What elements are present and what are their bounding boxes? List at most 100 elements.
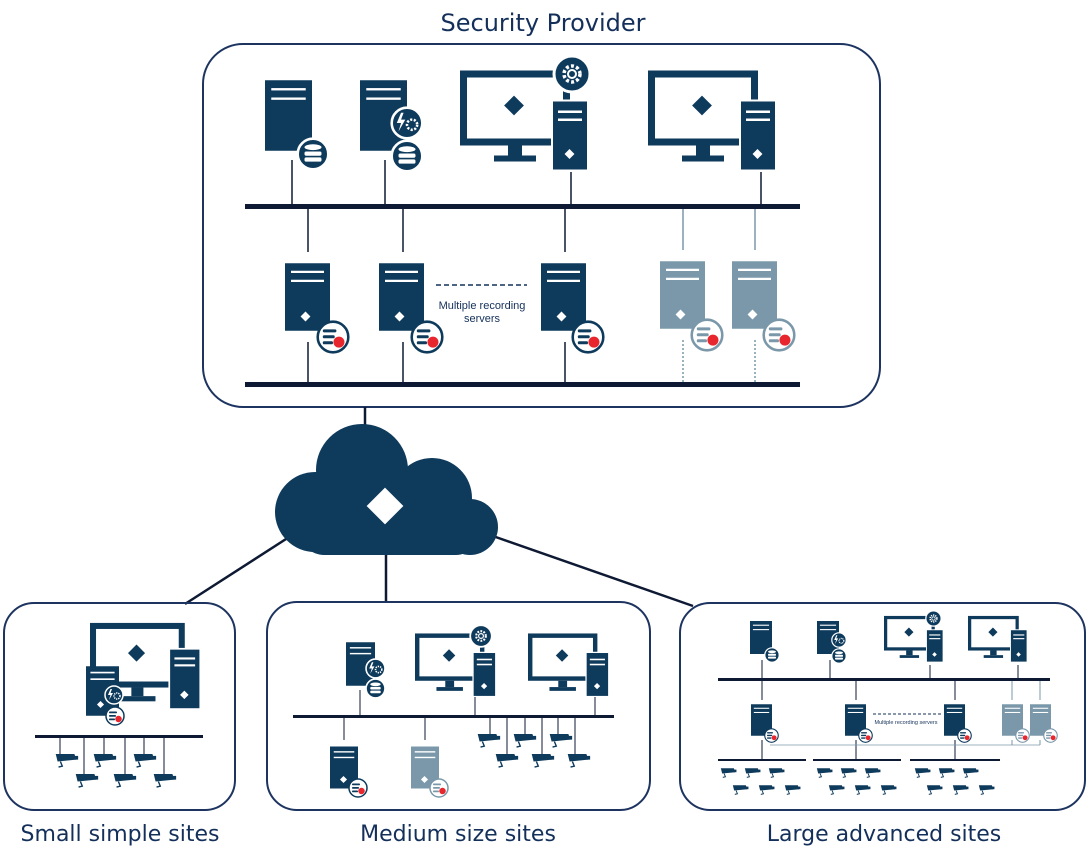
large-faded-drops — [770, 680, 1041, 746]
camera-icon — [938, 767, 955, 778]
medium-sites-group: Medium size sites — [266, 601, 651, 847]
security-provider-group: Security Provider — [202, 9, 881, 408]
client-workstation-icon — [648, 69, 778, 172]
camera-icon — [816, 767, 833, 778]
lightning-gear-icon — [365, 658, 386, 679]
recording-icon — [348, 778, 368, 798]
recording-server-icon — [541, 263, 586, 331]
medium-drops — [343, 690, 596, 760]
small-camera-drops — [59, 738, 165, 775]
recording-icon — [316, 320, 350, 354]
database-icon — [390, 139, 424, 173]
provider-network-bus-bottom — [245, 382, 800, 387]
small-sites-label: Small simple sites — [21, 822, 220, 847]
multiple-recording-label: Multiple recording — [439, 300, 526, 312]
server-diamond — [300, 311, 311, 322]
failover-server-icon — [660, 261, 705, 329]
camera-icon — [720, 767, 737, 778]
cloud-icon — [275, 424, 498, 555]
database-icon — [296, 137, 330, 171]
large-sites-group: Multiple recording servers — [679, 602, 1086, 847]
camera-bus — [813, 759, 901, 761]
camera-icon — [513, 733, 537, 748]
large-sites-frame — [679, 602, 1086, 811]
camera-icon — [732, 784, 749, 795]
recording-icon — [957, 728, 972, 743]
camera-icon — [495, 753, 519, 768]
large-cameras — [720, 767, 995, 795]
camera-icon — [744, 767, 761, 778]
recording-icon — [429, 778, 449, 798]
recording-icon — [1015, 728, 1030, 743]
database-icon — [365, 678, 386, 699]
provider-faded-drops — [682, 207, 756, 385]
lightning-gear-icon — [390, 106, 424, 140]
camera-icon — [93, 753, 117, 768]
camera-bus — [718, 759, 806, 761]
camera-icon — [549, 733, 573, 748]
large-sites-bus — [718, 678, 1050, 681]
camera-icon — [153, 773, 177, 788]
failover-server-icon — [732, 261, 777, 329]
camera-icon — [133, 753, 157, 768]
recording-icon — [1043, 728, 1058, 743]
recording-icon — [410, 320, 444, 354]
small-sites-bus — [35, 735, 203, 738]
recording-server-icon — [285, 263, 330, 331]
gear-icon — [469, 624, 493, 648]
multiple-recording-label-large: Multiple recording servers — [875, 720, 938, 726]
camera-icon — [880, 784, 897, 795]
camera-icon — [914, 767, 931, 778]
recording-icon — [105, 706, 125, 726]
security-provider-title: Security Provider — [441, 9, 646, 37]
camera-icon — [113, 773, 137, 788]
camera-icon — [952, 784, 969, 795]
recording-icon — [571, 320, 605, 354]
cloud-connections — [184, 407, 694, 608]
medium-sites-label: Medium size sites — [360, 822, 556, 847]
camera-icon — [978, 784, 995, 795]
server-diamond — [747, 309, 758, 320]
server-diamond — [675, 309, 686, 320]
lightning-gear-icon — [104, 685, 124, 705]
database-icon — [764, 647, 780, 663]
camera-icon — [828, 784, 845, 795]
recording-icon — [858, 728, 873, 743]
small-cameras — [55, 753, 177, 788]
camera-bus — [910, 759, 1000, 761]
client-workstation-icon — [528, 633, 610, 697]
camera-icon — [864, 767, 881, 778]
server-diamond — [394, 311, 405, 322]
client-workstation-icon — [968, 615, 1028, 663]
medium-sites-frame — [266, 601, 651, 811]
multiple-recording-label-2: servers — [464, 313, 501, 325]
recording-server-icon — [379, 263, 424, 331]
lightning-gear-icon — [831, 632, 847, 648]
small-sites-group: Small simple sites — [3, 602, 236, 847]
camera-icon — [840, 767, 857, 778]
camera-icon — [75, 773, 99, 788]
recording-icon — [762, 318, 796, 352]
camera-icon — [854, 784, 871, 795]
small-sites-frame — [3, 602, 236, 811]
provider-top-drops — [291, 160, 762, 385]
recording-icon — [764, 728, 779, 743]
camera-icon — [531, 753, 555, 768]
camera-icon — [926, 784, 943, 795]
provider-network-bus-top — [245, 204, 800, 209]
camera-icon — [768, 767, 785, 778]
gear-icon — [552, 54, 592, 94]
large-drops — [761, 660, 1019, 760]
security-provider-frame — [202, 43, 881, 408]
camera-icon — [784, 784, 801, 795]
camera-icon — [962, 767, 979, 778]
camera-icon — [758, 784, 775, 795]
large-sites-label: Large advanced sites — [767, 822, 1002, 847]
camera-icon — [567, 753, 591, 768]
recording-icon — [690, 318, 724, 352]
medium-sites-bus — [293, 715, 614, 718]
camera-icon — [55, 753, 79, 768]
server-diamond — [556, 311, 567, 322]
gear-icon — [925, 610, 942, 627]
